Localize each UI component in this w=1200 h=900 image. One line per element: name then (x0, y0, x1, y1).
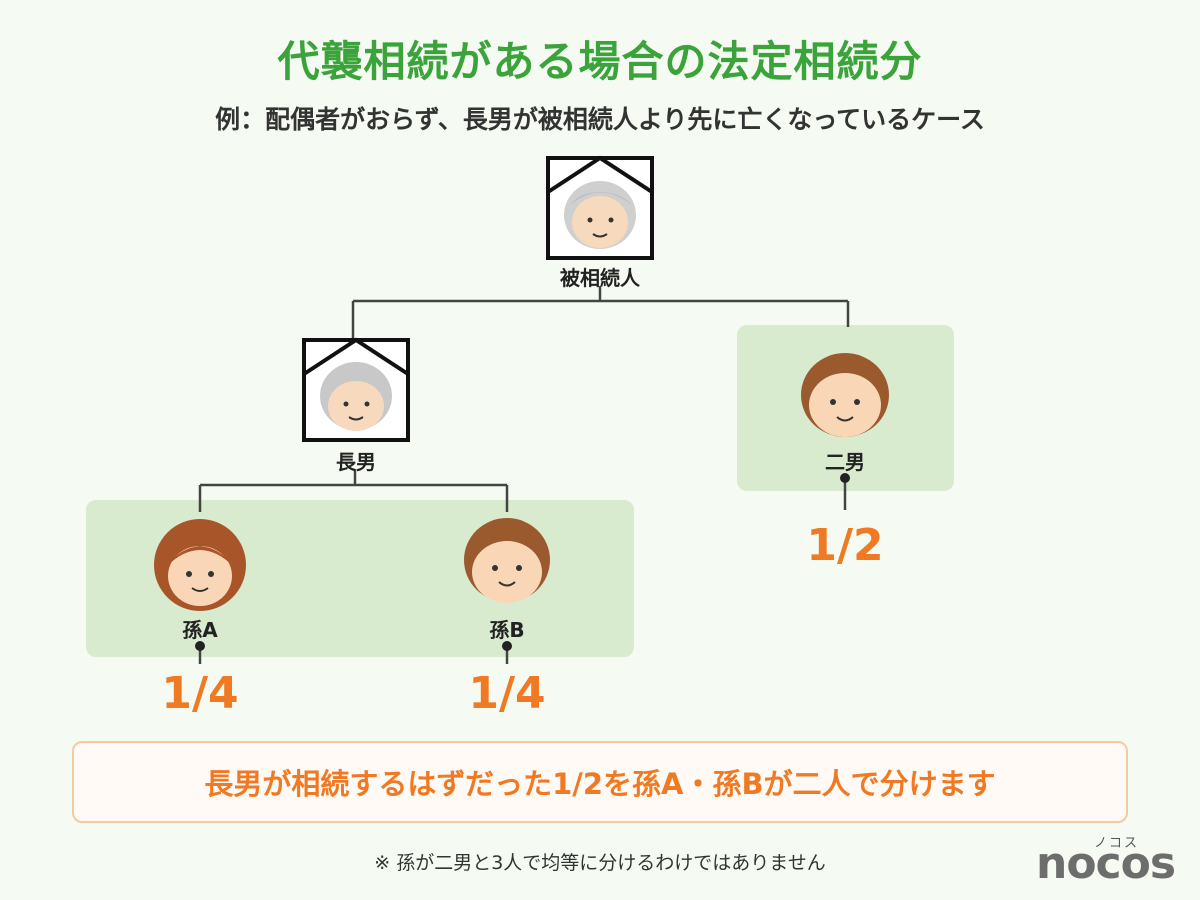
decedent-label: 被相続人 (560, 266, 640, 290)
share-connector-dots (195, 473, 850, 651)
page-title: 代襲相続がある場合の法定相続分 (277, 37, 923, 86)
second-son-label: 二男 (825, 450, 865, 474)
logo-kana: ノコス (1094, 836, 1140, 851)
grandchild-b-portrait-icon (464, 518, 550, 603)
eldest-son-portrait-icon (302, 337, 410, 442)
grandchild-a-share: 1/4 (161, 668, 239, 719)
tree-connector-lines (198, 286, 850, 664)
eldest-son-label: 長男 (336, 450, 376, 474)
nocos-logo: nocos (1036, 838, 1176, 889)
footnote: ※ 孫が二男と3人で均等に分けるわけではありません (374, 852, 826, 874)
grandchild-a-label: 孫A (182, 618, 218, 642)
explanation-text: 長男が相続するはずだった1/2を孫A・孫Bが二人で分けます (204, 767, 996, 801)
second-son-share: 1/2 (806, 520, 884, 571)
second-son-portrait-icon (801, 353, 889, 437)
grandchild-b-share: 1/4 (468, 668, 546, 719)
page-subtitle: 例：配偶者がおらず、長男が被相続人より先に亡くなっているケース (215, 105, 985, 134)
grandchild-a-portrait-icon (154, 519, 246, 611)
decedent-portrait-icon (546, 155, 654, 260)
grandchild-b-label: 孫B (489, 618, 525, 642)
explanation-box: 長男が相続するはずだった1/2を孫A・孫Bが二人で分けます (72, 741, 1128, 823)
